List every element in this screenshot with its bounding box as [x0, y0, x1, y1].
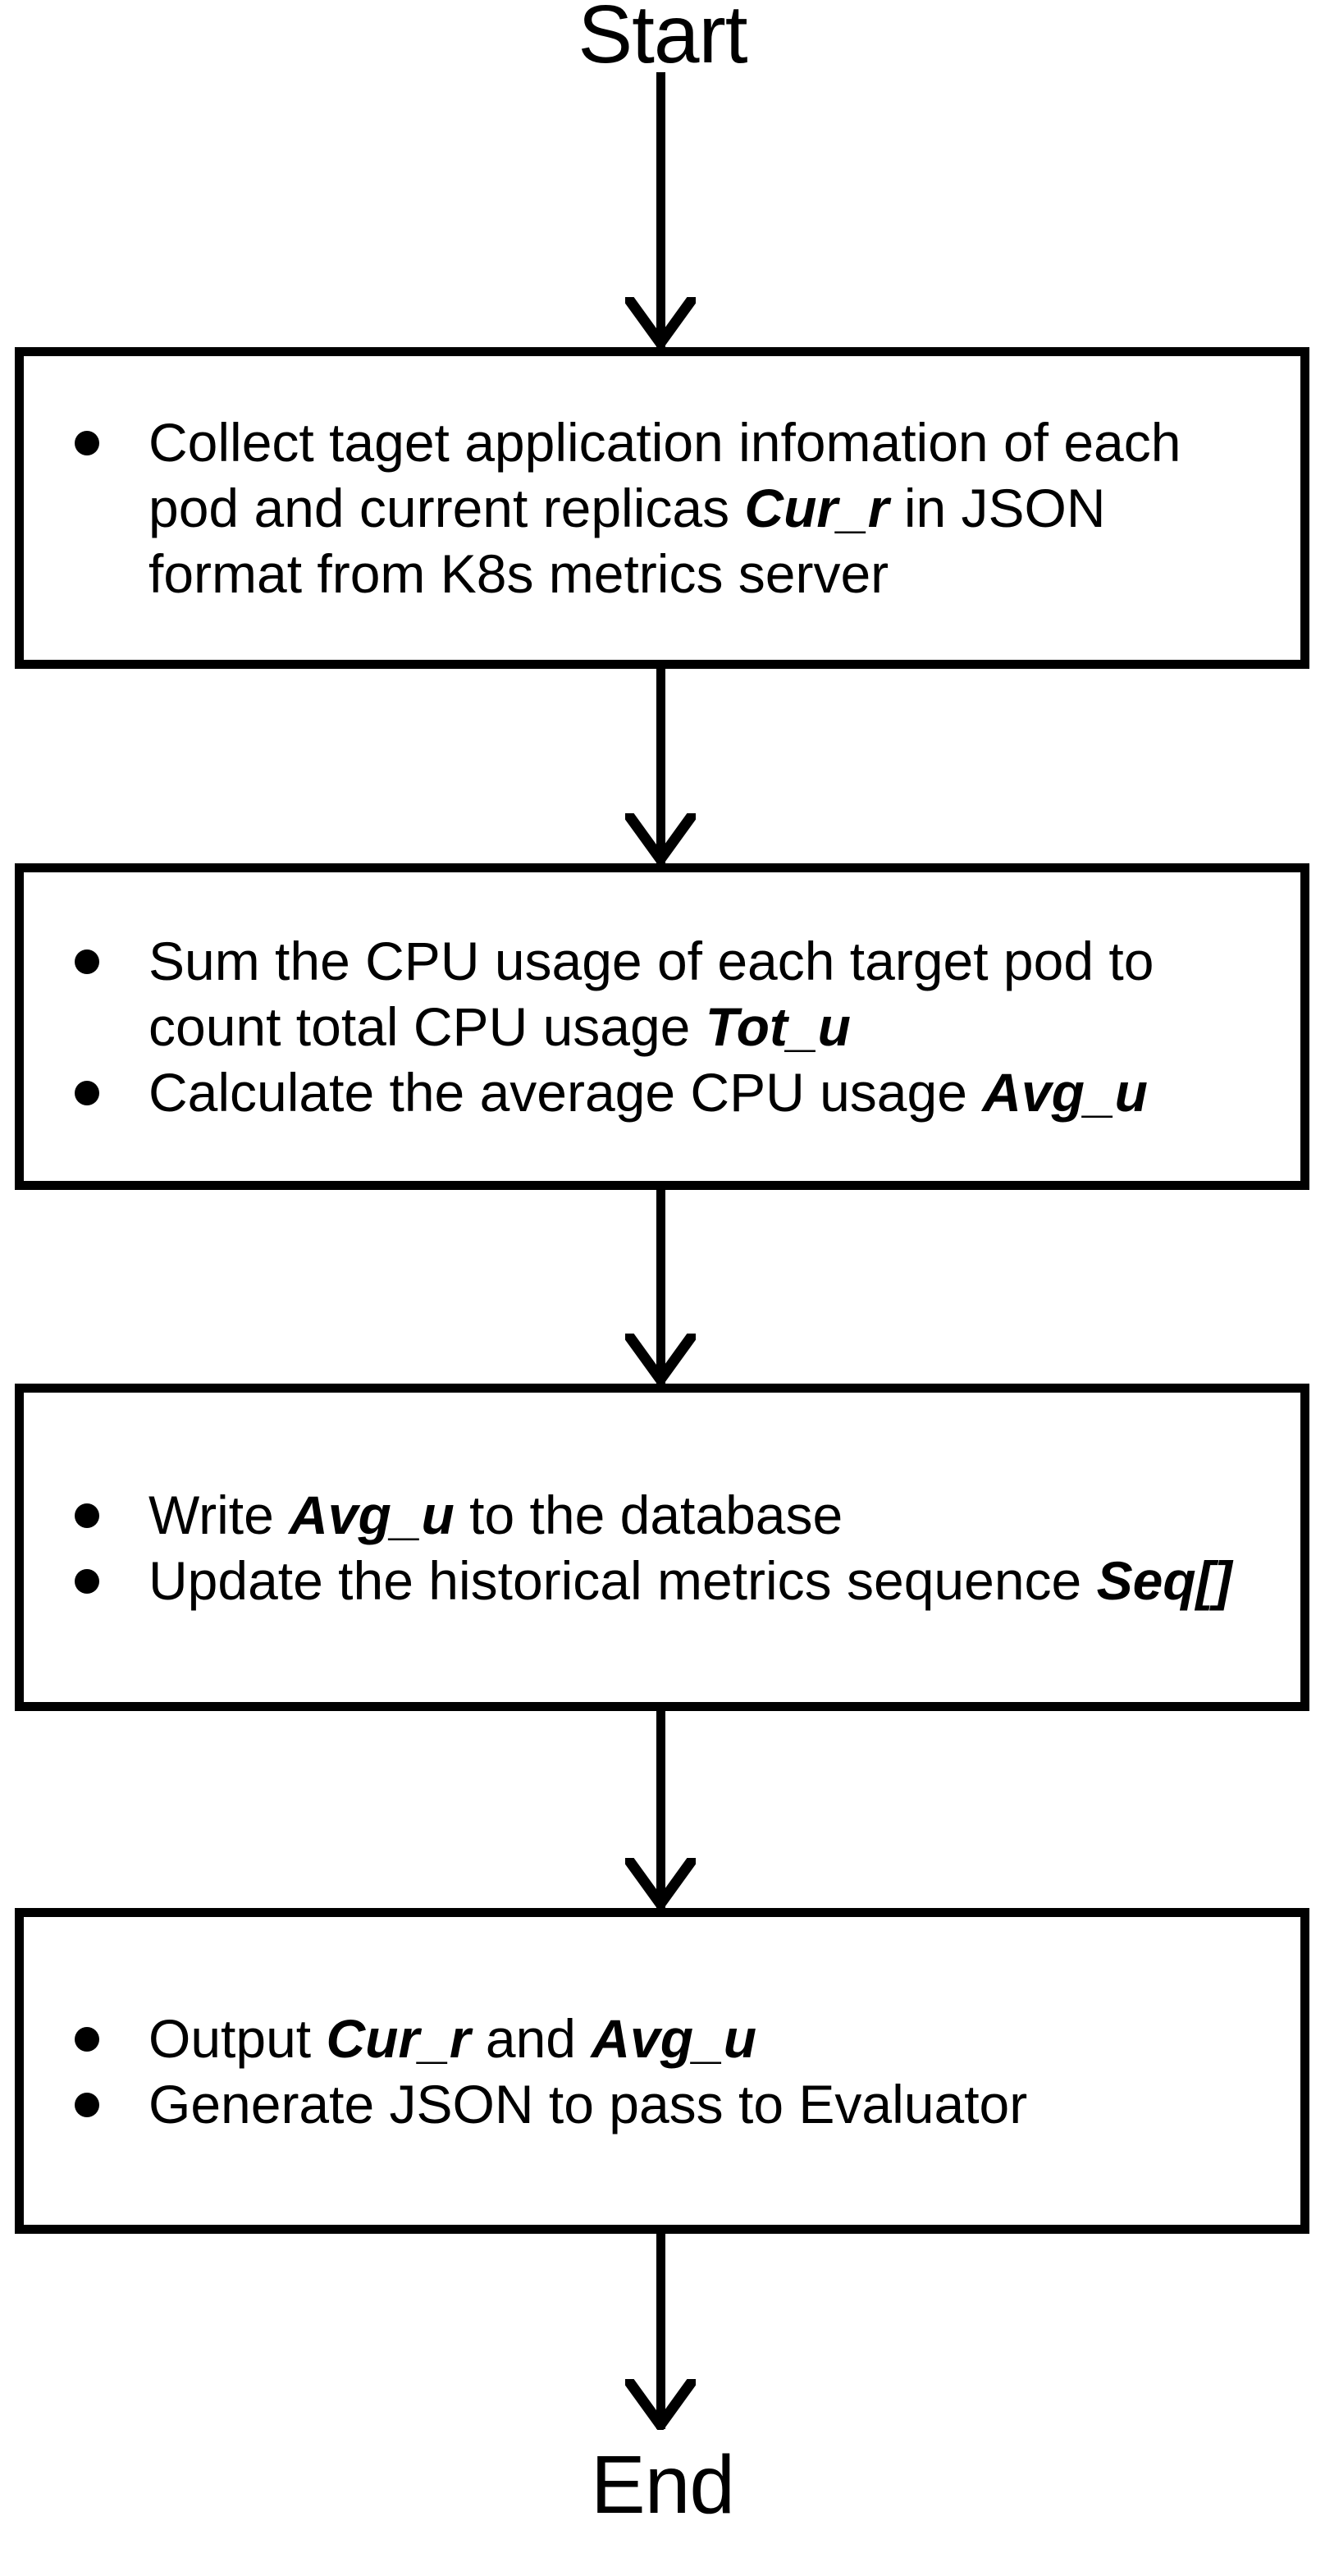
bullet-point-icon [75, 431, 99, 455]
bullet-point-icon [75, 1081, 99, 1105]
connector-stem [656, 1711, 665, 1908]
process-box-body: Output Cur_r and Avg_u Generate JSON to … [24, 2006, 1300, 2137]
process-box-step3: Write Avg_u to the database Update the h… [15, 1384, 1309, 1711]
variable-token: Cur_r [326, 2007, 471, 2069]
bullet-point-icon [75, 1503, 99, 1528]
process-box-body: Sum the CPU usage of each target pod to … [24, 928, 1300, 1125]
list-item-text: Calculate the average CPU usage Avg_u [148, 1062, 1148, 1123]
down-arrow-icon [625, 2379, 696, 2430]
bullet-point-icon [75, 1568, 99, 1594]
variable-token: Seq[] [1096, 1549, 1232, 1611]
list-item: Update the historical metrics sequence S… [75, 1548, 1300, 1613]
connector-step1-to-step2 [625, 669, 696, 864]
down-arrow-icon [625, 1858, 696, 1909]
connector-stem [656, 72, 665, 347]
list-item-text: Collect taget application infomation of … [148, 412, 1181, 604]
list-item-text: Output Cur_r and Avg_u [148, 2007, 757, 2069]
variable-token: Tot_u [705, 996, 851, 1057]
process-box-step1: Collect taget application infomation of … [15, 347, 1309, 669]
list-item-text: Write Avg_u to the database [148, 1484, 843, 1545]
down-arrow-icon [625, 813, 696, 864]
process-box-step2: Sum the CPU usage of each target pod to … [15, 863, 1309, 1190]
process-box-step4: Output Cur_r and Avg_u Generate JSON to … [15, 1908, 1309, 2234]
list-item-text: Update the historical metrics sequence S… [148, 1549, 1232, 1611]
process-box-body: Write Avg_u to the database Update the h… [24, 1482, 1300, 1613]
bullet-point-icon [75, 949, 99, 974]
bullet-point-icon [75, 2092, 99, 2117]
down-arrow-icon [625, 1334, 696, 1384]
connector-stem [656, 2234, 665, 2429]
list-item-text: Generate JSON to pass to Evaluator [148, 2073, 1028, 2134]
list-item: Generate JSON to pass to Evaluator [75, 2071, 1300, 2137]
variable-token: Avg_u [982, 1062, 1148, 1123]
list-item: Sum the CPU usage of each target pod to … [75, 928, 1300, 1059]
process-box-body: Collect taget application infomation of … [24, 410, 1300, 606]
connector-stem [656, 1190, 665, 1384]
connector-stem [656, 669, 665, 863]
variable-token: Avg_u [591, 2007, 757, 2069]
list-item: Calculate the average CPU usage Avg_u [75, 1059, 1300, 1125]
connector-start-to-step1 [625, 72, 696, 348]
end-node-label: End [591, 2439, 735, 2531]
list-item: Write Avg_u to the database [75, 1482, 1300, 1548]
list-item: Collect taget application infomation of … [75, 410, 1300, 606]
list-item: Output Cur_r and Avg_u [75, 2006, 1300, 2071]
down-arrow-icon [625, 297, 696, 348]
connector-step3-to-step4 [625, 1711, 696, 1909]
start-node-label: Start [578, 0, 747, 80]
bullet-point-icon [75, 2026, 99, 2052]
connector-step2-to-step3 [625, 1190, 696, 1384]
variable-token: Cur_r [744, 478, 889, 538]
connector-step4-to-end [625, 2234, 696, 2430]
variable-token: Avg_u [289, 1484, 455, 1545]
list-item-text: Sum the CPU usage of each target pod to … [148, 931, 1154, 1057]
